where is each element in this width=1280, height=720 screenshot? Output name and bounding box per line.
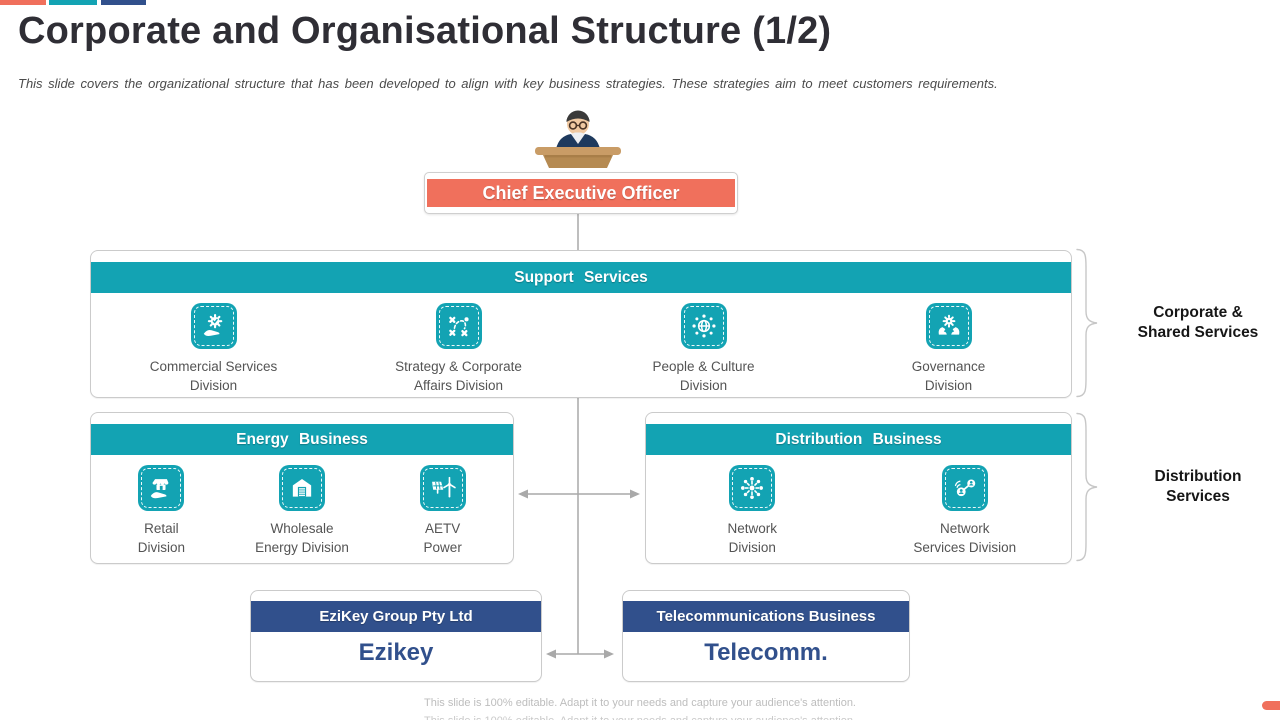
page-subtitle: This slide covers the organizational str… <box>18 76 998 91</box>
connected-users-icon <box>941 465 988 511</box>
division-label: Network Services Division <box>913 521 1017 555</box>
energy-business-header: Energy Business <box>91 424 513 455</box>
division-label: Commercial Services Division <box>149 359 278 393</box>
division-label: People & Culture Division <box>652 359 755 393</box>
division-label: Network Division <box>727 521 777 555</box>
globe-people-icon <box>680 303 727 349</box>
telecom-name: Telecomm. <box>704 639 828 666</box>
hand-gear-icon <box>190 303 237 349</box>
ezikey-group-header: EziKey Group Pty Ltd <box>251 601 541 632</box>
division-label: Wholesale Energy Division <box>255 521 349 555</box>
division-commercial-services: Commercial Services Division <box>91 303 336 395</box>
telecommunications-header: Telecommunications Business <box>623 601 909 632</box>
division-label: AETV Power <box>423 521 462 555</box>
corner-bar-teal <box>49 0 97 5</box>
group-label-distribution-services: Distribution Services <box>1154 468 1242 505</box>
ezikey-name: Ezikey <box>358 639 434 666</box>
distribution-business-header: Distribution Business <box>646 424 1071 455</box>
corner-pill-coral <box>1262 701 1280 710</box>
energy-business-box: Energy Business Retail Division <box>90 412 514 564</box>
footer-note-cutoff: This slide is 100% editable. Adapt it to… <box>0 715 1280 720</box>
support-services-box: Support Services <box>90 250 1072 398</box>
brace-distribution-services <box>1076 412 1098 562</box>
warehouse-icon <box>279 465 325 511</box>
ceo-box: Chief Executive Officer <box>424 172 738 214</box>
division-strategy-corporate-affairs: Strategy & Corporate Affairs Division <box>336 303 581 395</box>
hands-holding-gear-icon <box>925 303 972 349</box>
division-network: Network Division <box>646 465 859 557</box>
group-label-corporate-shared: Corporate & Shared Services <box>1137 304 1259 341</box>
division-label: Retail Division <box>137 521 185 555</box>
division-aetv-power: AETV Power <box>372 465 513 557</box>
ezikey-group-box: EziKey Group Pty Ltd Ezikey <box>250 590 542 682</box>
hand-store-icon <box>138 465 185 511</box>
ceo-label: Chief Executive Officer <box>427 179 735 207</box>
corner-bar-navy <box>101 0 146 5</box>
solar-wind-icon <box>419 465 466 511</box>
division-governance: Governance Division <box>826 303 1071 395</box>
distribution-business-box: Distribution Business <box>645 412 1072 564</box>
division-wholesale-energy: Wholesale Energy Division <box>232 465 373 557</box>
telecommunications-box: Telecommunications Business Telecomm. <box>622 590 910 682</box>
division-people-culture: People & Culture Division <box>581 303 826 395</box>
network-hub-icon <box>729 465 776 511</box>
page-title: Corporate and Organisational Structure (… <box>18 10 832 52</box>
support-services-header: Support Services <box>91 262 1071 293</box>
strategy-arrows-icon <box>435 303 482 349</box>
executive-at-podium-icon <box>535 110 621 168</box>
corner-bar-coral <box>0 0 46 5</box>
division-retail: Retail Division <box>91 465 232 557</box>
division-label: Governance Division <box>911 359 986 393</box>
footer-note: This slide is 100% editable. Adapt it to… <box>424 697 856 709</box>
division-label: Strategy & Corporate Affairs Division <box>395 359 522 393</box>
division-network-services: Network Services Division <box>859 465 1072 557</box>
brace-corporate-shared <box>1076 248 1098 398</box>
